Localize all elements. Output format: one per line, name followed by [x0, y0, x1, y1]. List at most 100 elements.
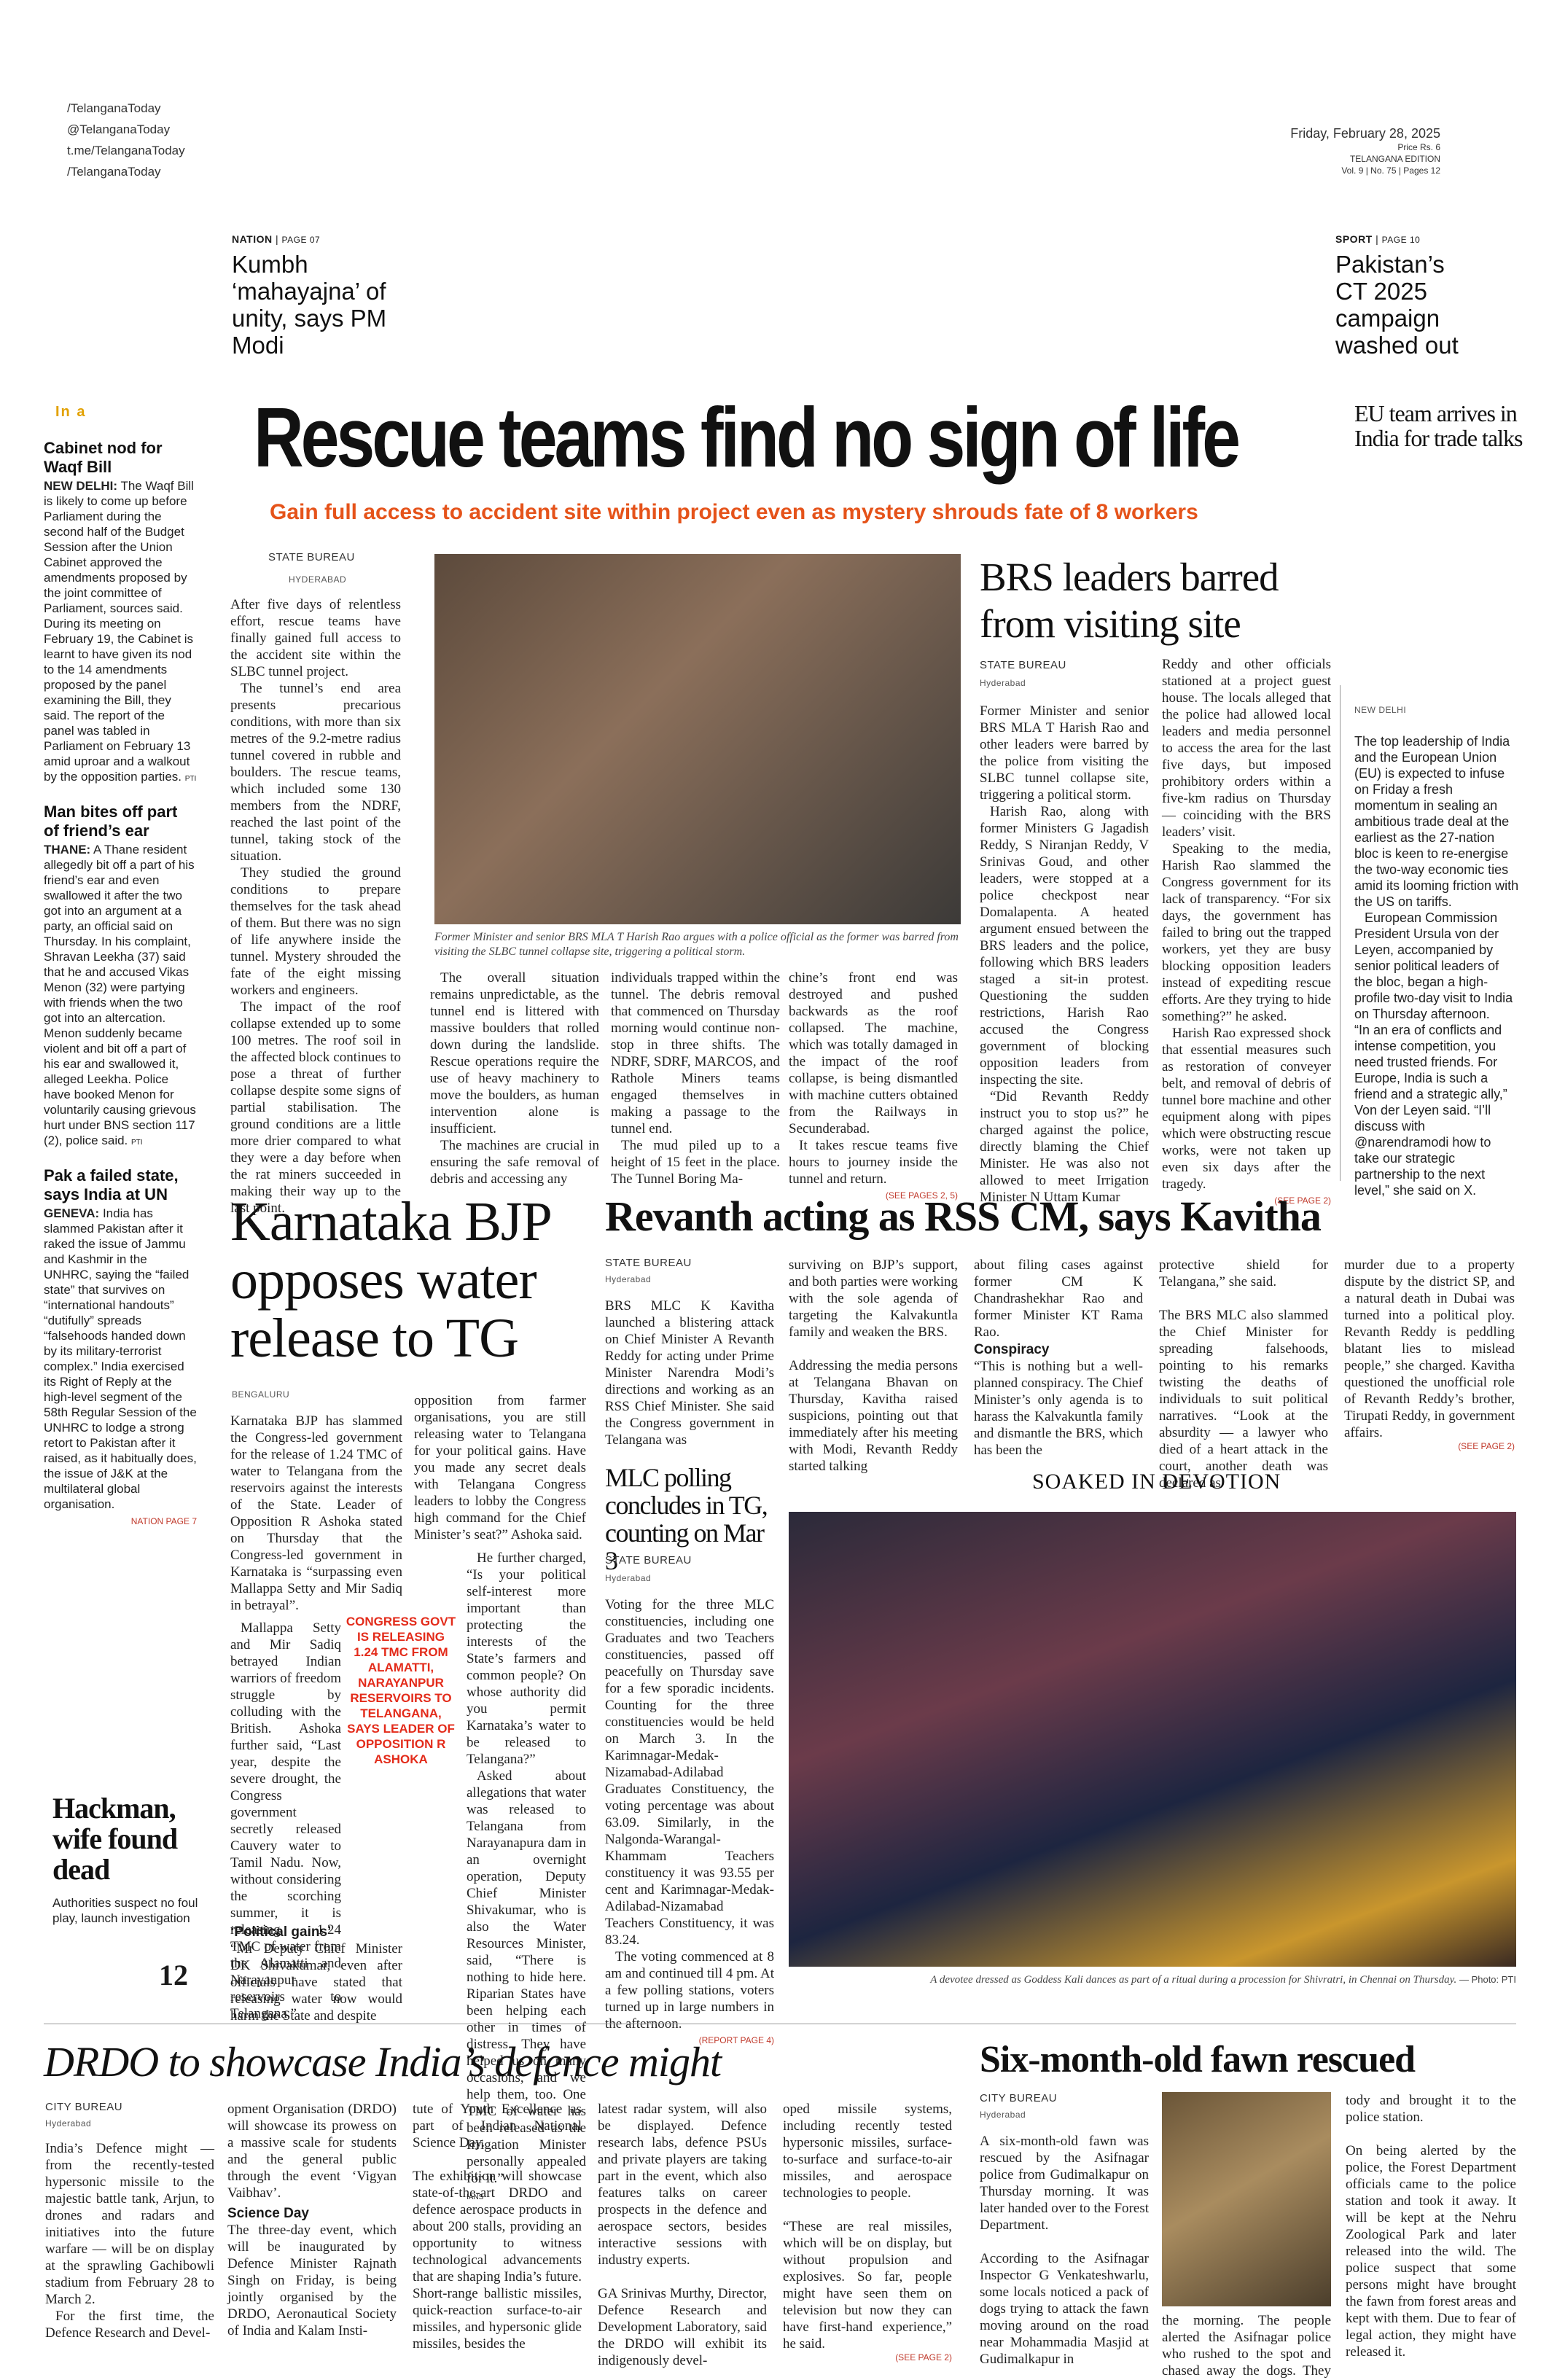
- article-para: The machines are crucial in ensuring the…: [430, 1138, 599, 1187]
- lead-dateline: HYDERABAD: [289, 574, 347, 585]
- brief-text: The Waqf Bill is likely to come up befor…: [44, 479, 194, 784]
- hackman-sub: Authorities suspect no foul play, launch…: [52, 1896, 198, 1925]
- teaser-text: Pakistan’s CT 2025 campaign washed out: [1335, 251, 1459, 359]
- article-para: Mallappa Setty and Mir Sadiq betrayed In…: [230, 1620, 341, 2021]
- social-link[interactable]: t.me/TelanganaToday: [67, 144, 185, 157]
- karnataka-col-1-wrap: Mallappa Setty and Mir Sadiq betrayed In…: [230, 1620, 341, 2022]
- article-para: murder due to a property dispute by the …: [1344, 1257, 1515, 1440]
- kavitha-byline: STATE BUREAU: [605, 1257, 692, 1269]
- edition-info: Friday, February 28, 2025 Price Rs. 6 TE…: [1290, 125, 1440, 176]
- teaser-nation[interactable]: NATION | PAGE 07 Kumbh ‘mahayajna’ of un…: [232, 233, 421, 359]
- lead-see-pages[interactable]: (SEE PAGES 2, 5): [885, 1190, 958, 1201]
- issue-date: Friday, February 28, 2025: [1290, 126, 1440, 141]
- karnataka-col-2-top: opposition from farmer organisations, yo…: [414, 1392, 586, 1543]
- mlc-body: Voting for the three MLC constituencies,…: [605, 1596, 774, 2049]
- eu-body: The top leadership of India and the Euro…: [1354, 733, 1519, 1198]
- brief-headline: Pak a failed state, says India at UN: [44, 1166, 179, 1203]
- brs-headline: BRS leaders barred from visiting site: [980, 555, 1279, 646]
- lead-photo: [434, 554, 961, 924]
- fawn-byline: CITY BUREAU: [980, 2092, 1058, 2104]
- kavitha-see-page[interactable]: (SEE PAGE 2): [1458, 1441, 1515, 1451]
- kavitha-dateline: Hyderabad: [605, 1274, 652, 1284]
- drdo-col-2: opment Organisation (DRDO) will showcase…: [227, 2101, 397, 2339]
- brief-place: GENEVA:: [44, 1206, 100, 1220]
- eu-para: “In an era of conflicts and intense comp…: [1354, 1023, 1507, 1198]
- karnataka-subhead: ‘Political gains’: [230, 1924, 332, 1940]
- karnataka-col-2-mid: He further charged, “Is your political s…: [467, 1550, 586, 2206]
- lead-headline: Rescue teams find no sign of life: [254, 390, 1241, 485]
- fawn-col-1: A six-month-old fawn was rescued by the …: [980, 2134, 1149, 2367]
- brief-see-page[interactable]: NATION PAGE 7: [130, 1516, 197, 1526]
- devotion-photo: [789, 1512, 1516, 1967]
- briefs-label: In a: [55, 404, 87, 420]
- lead-col-3: individuals trapped within the tunnel. T…: [611, 969, 780, 1187]
- eu-para: European Commission President Ursula von…: [1354, 910, 1513, 1021]
- article-para: Former Minister and senior BRS MLA T Har…: [980, 703, 1149, 803]
- volume: Vol. 9 | No. 75 | Pages 12: [1341, 165, 1440, 176]
- edition: TELANGANA EDITION: [1349, 154, 1440, 164]
- social-link[interactable]: @TelanganaToday: [67, 122, 171, 136]
- article-para: The overall situation remains unpredicta…: [430, 970, 599, 1136]
- lead-col-4: chine’s front end was destroyed and push…: [789, 969, 958, 1204]
- drdo-headline: DRDO to showcase India’s defence might: [44, 2038, 722, 2086]
- karnataka-headline: Karnataka BJP opposes water release to T…: [230, 1191, 550, 1369]
- fawn-col-3: tody and brought it to the police statio…: [1346, 2093, 1516, 2360]
- article-para: After five days of relentless effort, re…: [230, 597, 401, 679]
- teaser-section: NATION: [232, 233, 273, 245]
- article-para: “Mr Deputy Chief Minister DK Shivakumar,…: [230, 1941, 402, 2024]
- article-para: oped missile systems, including recently…: [783, 2102, 952, 2352]
- mlc-headline: MLC polling concludes in TG, counting on…: [605, 1463, 768, 1575]
- eu-para: The top leadership of India and the Euro…: [1354, 734, 1519, 909]
- article-para: The tunnel’s end area presents precariou…: [230, 681, 401, 864]
- kavitha-headline: Revanth acting as RSS CM, says Kavitha: [605, 1193, 1322, 1240]
- divider: [1340, 685, 1341, 1181]
- article-para: chine’s front end was destroyed and push…: [789, 970, 958, 1136]
- social-links: /TelanganaToday @TelanganaToday t.me/Tel…: [67, 98, 185, 182]
- article-para: Harish Rao, along with former Ministers …: [980, 804, 1149, 1088]
- article-para: Speaking to the media, Harish Rao slamme…: [1162, 841, 1331, 1024]
- page-number: 12: [159, 1959, 188, 1991]
- brief-headline: Cabinet nod for Waqf Bill: [44, 439, 163, 476]
- mlc-see-page[interactable]: (REPORT PAGE 4): [698, 2035, 774, 2045]
- drdo-byline: CITY BUREAU: [45, 2101, 123, 2113]
- kavitha-col-2: surviving on BJP’s support, and both par…: [789, 1257, 958, 1474]
- kavitha-col-5: murder due to a property dispute by the …: [1344, 1257, 1515, 1451]
- karnataka-col-1-end: ‘Political gains’ “Mr Deputy Chief Minis…: [230, 1924, 402, 2024]
- social-link[interactable]: /TelanganaToday: [67, 101, 161, 115]
- drdo-see-page[interactable]: (SEE PAGE 2): [895, 2352, 952, 2363]
- brief-headline: Man bites off part of friend’s ear: [44, 803, 178, 840]
- eu-dateline: NEW DELHI: [1354, 705, 1407, 715]
- article-para: Asked about allegations that water was r…: [467, 1768, 586, 2186]
- fawn-dateline: Hyderabad: [980, 2110, 1026, 2120]
- teaser-section: SPORT: [1335, 233, 1373, 245]
- drdo-dateline: Hyderabad: [45, 2118, 92, 2129]
- kavitha-subhead: Conspiracy: [974, 1342, 1050, 1357]
- drdo-subhead: Science Day: [227, 2206, 309, 2221]
- article-para: India’s Defence might — from the recentl…: [45, 2141, 214, 2307]
- brief-place: NEW DELHI:: [44, 479, 118, 493]
- article-para: opposition from farmer organisations, yo…: [414, 1393, 586, 1542]
- teaser-text: Kumbh ‘mahayajna’ of unity, says PM Modi: [232, 251, 387, 359]
- teaser-sport[interactable]: SPORT | PAGE 10 Pakistan’s CT 2025 campa…: [1335, 233, 1518, 359]
- karnataka-source: IANS: [467, 2193, 484, 2201]
- eu-headline: EU team arrives in India for trade talks: [1354, 400, 1523, 451]
- brs-col-2: Reddy and other officials stationed at a…: [1162, 656, 1331, 1209]
- social-link[interactable]: /TelanganaToday: [67, 165, 161, 179]
- price: Price Rs. 6: [1397, 142, 1440, 152]
- drdo-col-4: latest radar system, will also be displa…: [598, 2102, 767, 2368]
- article-para: Harish Rao expressed shock that essentia…: [1162, 1026, 1331, 1192]
- brief-text: A Thane resident allegedly bit off a par…: [44, 843, 196, 1147]
- lead-subhead: Gain full access to accident site within…: [270, 500, 1198, 524]
- fawn-photo: [1162, 2092, 1331, 2306]
- briefs-column: Cabinet nod for Waqf Bill NEW DELHI: The…: [44, 439, 197, 1526]
- teaser-page: PAGE 10: [1381, 235, 1421, 245]
- fawn-headline: Six-month-old fawn rescued: [980, 2039, 1416, 2080]
- kavitha-col-4: protective shield for Telangana,” she sa…: [1159, 1257, 1328, 1491]
- karnataka-dateline: BENGALURU: [232, 1389, 290, 1400]
- hackman-headline: Hackman, wife found dead: [52, 1792, 178, 1886]
- hackman-teaser[interactable]: Hackman, wife found dead Authorities sus…: [52, 1793, 198, 1926]
- article-para: Karnataka BJP has slammed the Congress-l…: [230, 1413, 402, 1613]
- article-para: The mud piled up to a height of 15 feet …: [611, 1138, 780, 1187]
- brs-see-page[interactable]: (SEE PAGE 2): [1274, 1195, 1331, 1206]
- brief-item: Cabinet nod for Waqf Bill NEW DELHI: The…: [44, 439, 197, 787]
